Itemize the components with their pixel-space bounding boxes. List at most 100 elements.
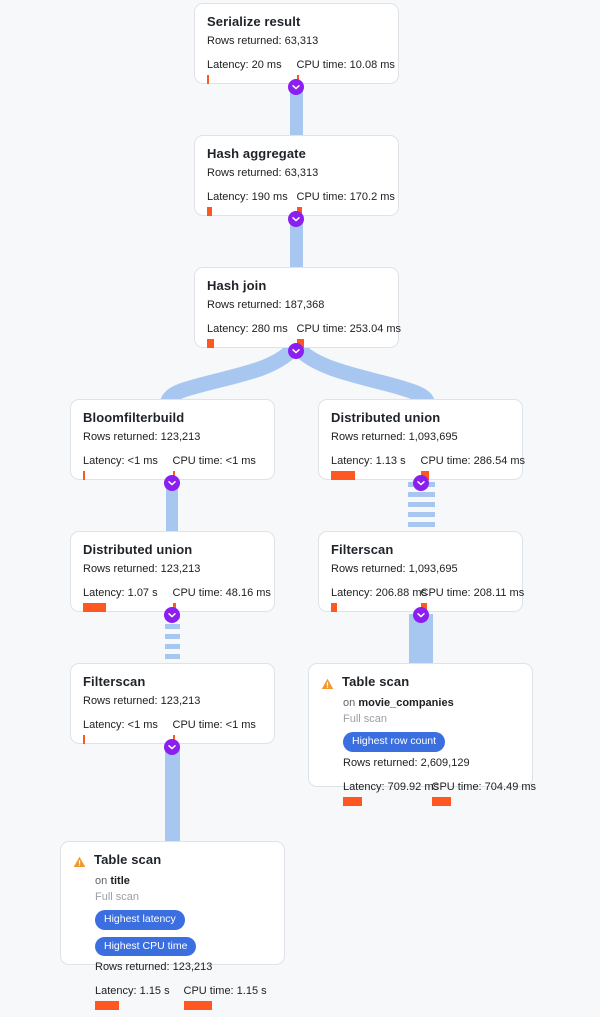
plan-node-serialize-result[interactable]: Serialize result Rows returned: 63,313 L… bbox=[194, 3, 399, 84]
metric-latency-bar bbox=[207, 207, 212, 216]
plan-node-bloomfilterbuild[interactable]: Bloomfilterbuild Rows returned: 123,213 … bbox=[70, 399, 275, 480]
edge-serialize-to-hash-aggregate[interactable] bbox=[290, 86, 303, 138]
metric-cpu-label: CPU time: 48.16 ms bbox=[172, 587, 271, 599]
metric-latency-bar bbox=[331, 471, 355, 480]
metric-latency: Latency: 1.13 s bbox=[331, 454, 421, 480]
metric-latency-label: Latency: 1.07 s bbox=[83, 587, 158, 599]
plan-node-distributed-union-right[interactable]: Distributed union Rows returned: 1,093,6… bbox=[318, 399, 526, 480]
node-metrics: Latency: 709.92 ms CPU time: 704.49 ms bbox=[343, 780, 536, 806]
metric-latency: Latency: 1.07 s bbox=[83, 586, 173, 612]
metric-cpu-label: CPU time: 253.04 ms bbox=[296, 323, 402, 335]
collapse-chevron-distributed-union-right[interactable] bbox=[413, 475, 429, 491]
node-header: Serialize result bbox=[207, 14, 386, 30]
collapse-chevron-hash-aggregate[interactable] bbox=[288, 211, 304, 227]
node-header: Bloomfilterbuild bbox=[83, 410, 262, 426]
metric-latency-bar bbox=[83, 603, 106, 612]
node-header: Filterscan bbox=[331, 542, 510, 558]
metric-latency-bar bbox=[83, 735, 85, 744]
node-title: Bloomfilterbuild bbox=[83, 410, 185, 425]
node-body: on title Full scan Highest latency Highe… bbox=[73, 874, 272, 1010]
node-metrics: Latency: 206.88 ms CPU time: 208.11 ms bbox=[331, 586, 525, 612]
collapse-chevron-distributed-union-left[interactable] bbox=[164, 607, 180, 623]
metric-cpu-label: CPU time: 10.08 ms bbox=[296, 59, 395, 71]
node-rows-returned: Rows returned: 1,093,695 bbox=[331, 431, 458, 443]
node-rows-returned: Rows returned: 123,213 bbox=[83, 695, 201, 707]
node-metrics: Latency: 280 ms CPU time: 253.04 ms bbox=[207, 322, 402, 348]
warning-triangle-icon bbox=[73, 855, 86, 873]
plan-node-hash-join[interactable]: Hash join Rows returned: 187,368 Latency… bbox=[194, 267, 402, 348]
chevron-down-icon bbox=[168, 481, 176, 486]
metric-cpu-bar bbox=[431, 796, 451, 806]
plan-node-table-scan-title[interactable]: Table scan on title Full scan Highest la… bbox=[60, 841, 285, 1010]
metric-latency-bar bbox=[83, 471, 85, 480]
metric-latency: Latency: 280 ms bbox=[207, 322, 297, 348]
node-table-line: on title bbox=[95, 874, 272, 889]
node-title: Table scan bbox=[342, 674, 410, 689]
chevron-down-icon bbox=[168, 745, 176, 750]
metric-cpu-time: CPU time: 170.2 ms bbox=[296, 190, 395, 216]
metric-latency-label: Latency: 1.13 s bbox=[331, 455, 406, 467]
node-table-line: on movie_companies bbox=[343, 696, 520, 711]
plan-node-filterscan-left[interactable]: Filterscan Rows returned: 123,213 Latenc… bbox=[70, 663, 275, 744]
collapse-chevron-filterscan-right[interactable] bbox=[413, 607, 429, 623]
node-title: Hash aggregate bbox=[207, 146, 306, 161]
warning-triangle-icon bbox=[321, 677, 334, 695]
plan-node-table-scan-movie-companies[interactable]: Table scan on movie_companies Full scan … bbox=[308, 663, 536, 806]
badge-highest-latency[interactable]: Highest latency bbox=[95, 910, 185, 930]
node-scan-type: Full scan bbox=[343, 713, 388, 725]
edge-filterscan-left-to-table-scan-title[interactable] bbox=[165, 746, 180, 842]
metric-latency-label: Latency: 20 ms bbox=[207, 59, 282, 71]
badge-highest-cpu-time[interactable]: Highest CPU time bbox=[95, 936, 197, 956]
collapse-chevron-filterscan-left[interactable] bbox=[164, 739, 180, 755]
node-table-name: movie_companies bbox=[358, 697, 454, 709]
badge-highest-row-count[interactable]: Highest row count bbox=[343, 732, 446, 752]
node-title: Distributed union bbox=[83, 542, 193, 557]
node-header-text: Table scan bbox=[342, 674, 409, 690]
edge-hash-aggregate-to-hash-join[interactable] bbox=[290, 218, 303, 270]
node-rows-returned: Rows returned: 187,368 bbox=[207, 299, 325, 311]
metric-cpu-label: CPU time: 286.54 ms bbox=[420, 455, 526, 467]
metric-latency-bar bbox=[95, 1001, 119, 1010]
metric-latency: Latency: 1.15 s bbox=[95, 984, 184, 1010]
node-badges: Highest row count bbox=[343, 732, 520, 752]
chevron-down-icon bbox=[292, 349, 300, 354]
node-metrics: Latency: 1.15 s CPU time: 1.15 s bbox=[95, 984, 272, 1010]
node-body: on movie_companies Full scan Highest row… bbox=[321, 696, 536, 806]
node-metrics: Latency: <1 ms CPU time: <1 ms bbox=[83, 454, 262, 480]
collapse-chevron-serialize-result[interactable] bbox=[288, 79, 304, 95]
node-rows-returned: Rows returned: 123,213 bbox=[83, 563, 201, 575]
metric-cpu-label: CPU time: 170.2 ms bbox=[296, 191, 395, 203]
metric-latency-bar bbox=[207, 75, 209, 84]
metric-latency: Latency: 709.92 ms bbox=[343, 780, 439, 806]
node-header: Table scan bbox=[321, 674, 520, 695]
edge-bloomfilterbuild-to-distributed-union[interactable] bbox=[166, 482, 178, 534]
metric-cpu-time: CPU time: <1 ms bbox=[172, 454, 263, 480]
metric-latency-label: Latency: 206.88 ms bbox=[331, 587, 428, 599]
collapse-chevron-bloomfilterbuild[interactable] bbox=[164, 475, 180, 491]
metric-latency-label: Latency: 1.15 s bbox=[95, 985, 170, 997]
node-header: Hash join bbox=[207, 278, 386, 294]
node-title: Filterscan bbox=[331, 542, 394, 557]
node-rows-returned: Rows returned: 1,093,695 bbox=[331, 563, 458, 575]
metric-latency-label: Latency: 190 ms bbox=[207, 191, 288, 203]
metric-latency-bar bbox=[207, 339, 214, 348]
metric-latency-bar bbox=[331, 603, 337, 612]
edge-distributed-union-left-to-filterscan-left[interactable] bbox=[165, 614, 180, 666]
chevron-down-icon bbox=[417, 481, 425, 486]
on-prefix-label: on bbox=[95, 875, 108, 887]
metric-latency: Latency: <1 ms bbox=[83, 454, 173, 480]
plan-node-distributed-union-left[interactable]: Distributed union Rows returned: 123,213… bbox=[70, 531, 275, 612]
collapse-chevron-hash-join[interactable] bbox=[288, 343, 304, 359]
metric-cpu-time: CPU time: 1.15 s bbox=[183, 984, 273, 1010]
metric-cpu-label: CPU time: 208.11 ms bbox=[420, 587, 525, 599]
plan-node-filterscan-right[interactable]: Filterscan Rows returned: 1,093,695 Late… bbox=[318, 531, 525, 612]
node-rows-returned: Rows returned: 123,213 bbox=[83, 431, 201, 443]
node-rows-returned: Rows returned: 63,313 bbox=[207, 167, 319, 179]
node-rows-returned: Rows returned: 63,313 bbox=[207, 35, 319, 47]
metric-latency-label: Latency: <1 ms bbox=[83, 719, 158, 731]
metric-latency-label: Latency: <1 ms bbox=[83, 455, 158, 467]
metric-cpu-time: CPU time: <1 ms bbox=[172, 718, 263, 744]
plan-node-hash-aggregate[interactable]: Hash aggregate Rows returned: 63,313 Lat… bbox=[194, 135, 399, 216]
node-title: Hash join bbox=[207, 278, 267, 293]
